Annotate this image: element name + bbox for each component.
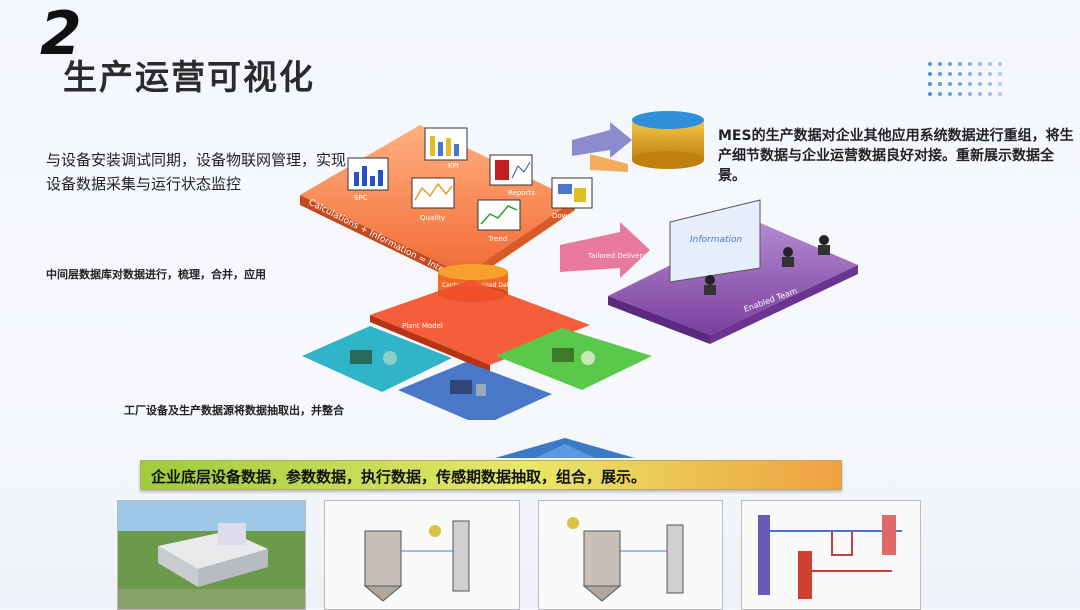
grid-dot xyxy=(958,92,962,96)
grid-dot xyxy=(928,92,932,96)
grid-dot xyxy=(948,92,952,96)
grid-dot xyxy=(978,92,982,96)
database-cylinder xyxy=(632,111,704,169)
grid-dot xyxy=(978,72,982,76)
grid-dot xyxy=(928,72,932,76)
svg-text:Quality: Quality xyxy=(420,214,445,222)
grid-dot xyxy=(938,82,942,86)
grid-dot xyxy=(988,62,992,66)
grid-dot xyxy=(968,82,972,86)
svg-text:Trend: Trend xyxy=(487,235,507,243)
grid-dot xyxy=(938,72,942,76)
grid-dot xyxy=(968,92,972,96)
grid-dot xyxy=(948,82,952,86)
summary-banner: 企业底层设备数据，参数数据，执行数据，传感期数据抽取，组合，展示。 xyxy=(140,460,842,490)
svg-text:SPC: SPC xyxy=(354,194,368,202)
panel-downtime: Downtime xyxy=(552,178,592,220)
process-diagram-1-image xyxy=(324,500,520,610)
grid-dot xyxy=(958,82,962,86)
factory-aerial-image xyxy=(117,500,306,610)
svg-text:KPI: KPI xyxy=(448,162,459,170)
grid-dot xyxy=(948,62,952,66)
grid-dot xyxy=(958,62,962,66)
up-arrow-icon xyxy=(495,438,635,458)
grid-dot xyxy=(938,92,942,96)
tailored-delivery-arrow: Tailored Delivery xyxy=(560,222,650,278)
grid-dot xyxy=(988,82,992,86)
svg-text:Plant Model: Plant Model xyxy=(402,322,443,330)
grid-dot xyxy=(978,62,982,66)
grid-dot xyxy=(928,62,932,66)
svg-text:Downtime: Downtime xyxy=(552,212,588,220)
grid-dot xyxy=(968,62,972,66)
grid-dot xyxy=(988,92,992,96)
grid-dot xyxy=(998,92,1002,96)
grid-dot xyxy=(958,72,962,76)
grid-dot xyxy=(998,72,1002,76)
description-middle-layer: 中间层数据库对数据进行，梳理，合并，应用 xyxy=(46,266,266,282)
svg-text:Information: Information xyxy=(690,235,743,245)
grid-dot xyxy=(998,82,1002,86)
enabled-team-platform: Enabled Team Information xyxy=(608,200,858,344)
grid-dot xyxy=(998,62,1002,66)
banner-text: 企业底层设备数据，参数数据，执行数据，传感期数据抽取，组合，展示。 xyxy=(151,466,646,487)
svg-text:Reports: Reports xyxy=(508,189,535,197)
grid-dot xyxy=(928,82,932,86)
grid-dot xyxy=(978,82,982,86)
slide-title: 生产运营可视化 xyxy=(63,50,315,99)
grid-dot xyxy=(938,62,942,66)
process-diagram-2-image xyxy=(538,500,723,610)
decorative-dot-grid xyxy=(928,62,1008,98)
svg-text:Tailored Delivery: Tailored Delivery xyxy=(587,252,646,260)
grid-dot xyxy=(948,72,952,76)
intelligence-diagram: Calculations + Information = Intelligenc… xyxy=(290,100,860,420)
grid-dot xyxy=(968,72,972,76)
process-diagram-3-image xyxy=(741,500,921,610)
grid-dot xyxy=(988,72,992,76)
exchange-arrows xyxy=(572,122,632,172)
